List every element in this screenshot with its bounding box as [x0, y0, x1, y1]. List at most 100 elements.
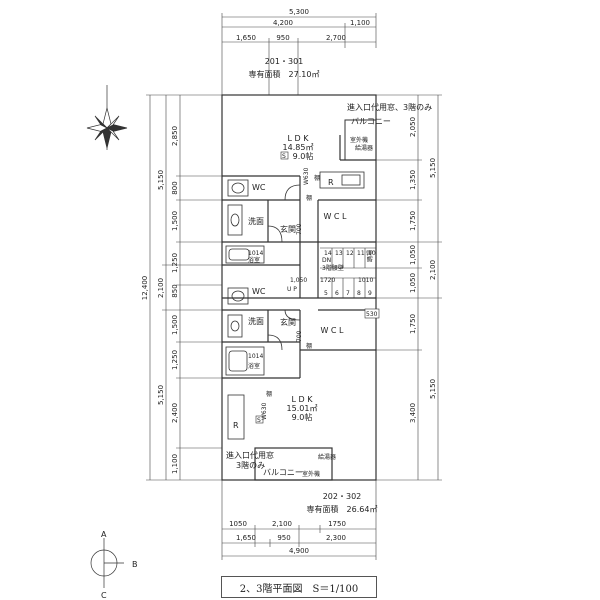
dim-left-inner-2: 800	[171, 181, 179, 194]
dim-left-mid: 2,100	[157, 278, 165, 298]
stair-dim-right: 1010	[358, 277, 373, 284]
dim-bottom-f: 2,300	[326, 534, 346, 542]
unit-bottom-number: 202・302	[323, 492, 362, 501]
unit-top-water-heater: 給湯器	[355, 144, 373, 152]
stair-step-bottom-8: 8	[357, 290, 361, 297]
unit-top-outdoor-unit: 室外機	[350, 136, 368, 144]
stair-step-bottom-7: 7	[346, 290, 350, 297]
dim-right-inner-5: 1,050	[409, 273, 417, 293]
stair-step-top-14: 14	[324, 250, 332, 257]
dim-bottom-total: 4,900	[289, 547, 309, 555]
compass-a: A	[101, 530, 107, 539]
unit-bottom-s-mark: S	[257, 417, 261, 424]
dim-left-inner-8: 2,400	[171, 403, 179, 423]
dim-left-inner-1: 2,850	[171, 126, 179, 146]
unit-top-window-note: 進入口代用窓、3階のみ	[347, 102, 432, 112]
unit-bottom-entrance-dim: 700	[296, 330, 303, 342]
unit-bottom-fridge: R	[233, 421, 239, 430]
dim-left-inner-4: 1,250	[171, 253, 179, 273]
dim-top-total: 5,300	[289, 8, 309, 16]
unit-bottom-ldk-area: 15.01㎡	[287, 404, 318, 413]
dim-right-inner-4: 1,050	[409, 245, 417, 265]
unit-top-ldk-area: 14.85㎡	[283, 143, 314, 152]
dim-left-lower: 5,150	[157, 385, 165, 405]
dim-bottom-d: 1,650	[236, 534, 256, 542]
unit-top-shelf: 棚	[314, 174, 320, 182]
stair-waist-wall: 3階腰壁	[322, 264, 344, 272]
unit-top-bath-size: 1014	[248, 250, 263, 257]
unit-top-area: 専有面積 27.10㎡	[249, 69, 320, 79]
unit-top-shelf-2: 棚	[306, 194, 312, 202]
dim-bottom-b: 2,100	[272, 520, 292, 528]
drawing-title: 2、3階平面図 S＝1/100	[221, 576, 377, 598]
unit-bottom-area: 専有面積 26.64㎡	[307, 504, 378, 514]
dim-right-inner-7: 3,400	[409, 403, 417, 423]
unit-bottom-outdoor-unit: 室外機	[302, 470, 320, 478]
unit-top-balcony: バルコニー	[351, 117, 391, 126]
stair-dim-center: 1720	[320, 277, 335, 284]
unit-bottom-washroom: 洗面	[248, 316, 264, 326]
unit-top-sink: W630	[303, 167, 310, 185]
dim-right-inner-3: 1,750	[409, 211, 417, 231]
unit-bottom-shelf-2: 棚	[266, 390, 272, 398]
dim-right-inner-2: 1,350	[409, 170, 417, 190]
dim-left-inner-6: 1,500	[171, 315, 179, 335]
unit-bottom-ldk: L D K	[292, 395, 314, 404]
unit-bottom-window-note-1: 進入口代用窓	[226, 450, 274, 460]
stair-dn: DN	[322, 257, 331, 264]
dim-top-a: 4,200	[273, 19, 293, 27]
dim-left-total: 12,400	[141, 276, 149, 301]
dim-right-outer-2: 2,100	[429, 260, 437, 280]
unit-bottom-wc: WC	[252, 287, 266, 296]
unit-bottom-ldk-tatami: 9.0帖	[292, 412, 313, 422]
dim-bottom-a: 1050	[229, 520, 247, 528]
dim-right-inner-1: 2,050	[409, 117, 417, 137]
unit-top-entrance: 玄関	[280, 224, 296, 234]
unit-top-number: 201・301	[265, 57, 304, 66]
stair-step-top-11: 11	[357, 250, 365, 257]
unit-top-ldk: L D K	[288, 134, 310, 143]
unit-bottom-sink: W630	[261, 402, 268, 420]
dim-bottom-c: 1750	[328, 520, 346, 528]
stair-side-note: 踊場	[366, 250, 374, 262]
unit-bottom-bath: 浴室	[248, 362, 260, 370]
compass-icon	[90, 538, 124, 588]
compass-c: C	[101, 591, 107, 600]
unit-top-bath: 浴室	[248, 256, 260, 264]
dim-top-b: 1,100	[350, 19, 370, 27]
dim-left-inner-5: 850	[171, 284, 179, 297]
dim-left-inner-3: 1,500	[171, 211, 179, 231]
unit-top-ldk-tatami: 9.0帖	[293, 151, 314, 161]
unit-top-washroom: 洗面	[248, 216, 264, 226]
dim-right-outer-3: 5,150	[429, 379, 437, 399]
unit-top-fridge: R	[328, 178, 334, 187]
stair-step-bottom-6: 6	[335, 290, 339, 297]
unit-top-wcl: W C L	[323, 212, 347, 221]
dim-right-outer-1: 5,150	[429, 158, 437, 178]
north-arrow-icon	[86, 85, 128, 150]
dim-top-d: 950	[276, 34, 289, 42]
stair-step-bottom-9: 9	[368, 290, 372, 297]
dim-left-upper: 5,150	[157, 170, 165, 190]
unit-bottom-dim-530: 530	[366, 311, 378, 318]
stair-dim-left: 1,050	[290, 277, 307, 284]
unit-top-s-mark: S	[282, 153, 286, 160]
stair-up: U P	[287, 286, 297, 293]
dim-right-inner-6: 1,750	[409, 314, 417, 334]
unit-bottom-wcl: W C L	[320, 326, 344, 335]
dim-bottom-e: 950	[277, 534, 290, 542]
stair-step-top-10: 10	[368, 250, 376, 257]
stair-step-bottom-5: 5	[324, 290, 328, 297]
dim-top-e: 2,700	[326, 34, 346, 42]
unit-top-entrance-dim: 700	[296, 223, 303, 235]
compass-b: B	[132, 560, 138, 569]
unit-bottom-water-heater: 給湯器	[318, 453, 336, 461]
stair-step-top-13: 13	[335, 250, 343, 257]
unit-bottom-entrance: 玄関	[280, 317, 296, 327]
unit-bottom-balcony: バルコニー	[263, 468, 303, 477]
dim-top-c: 1,650	[236, 34, 256, 42]
dim-left-inner-9: 1,100	[171, 454, 179, 474]
stair-step-top-12: 12	[346, 250, 354, 257]
unit-top-wc: WC	[252, 183, 266, 192]
